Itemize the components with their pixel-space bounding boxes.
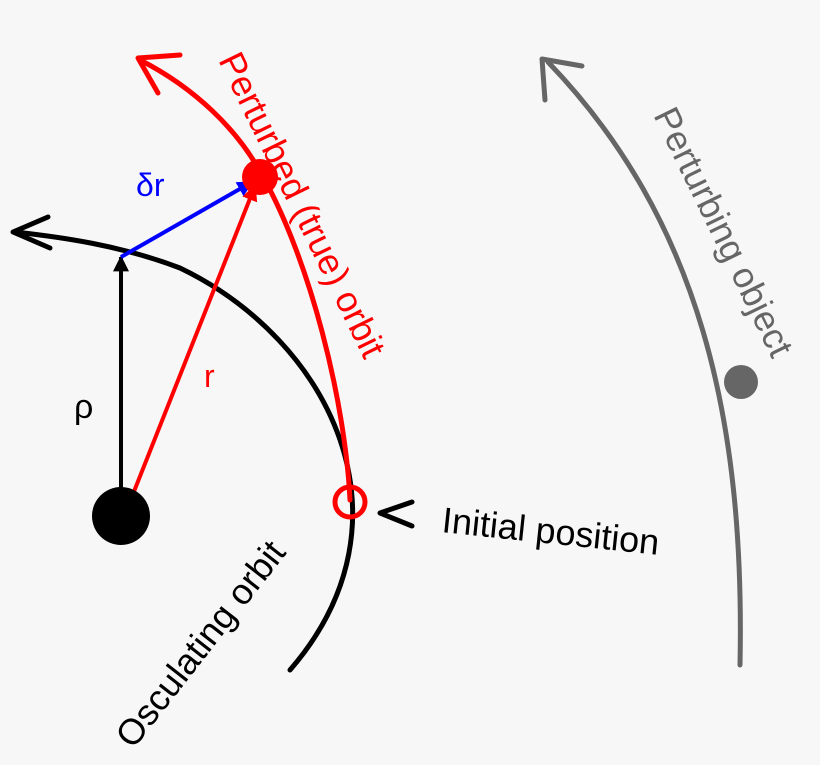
- initial-position-marker: [332, 484, 368, 520]
- perturbing-object-orbit: [545, 59, 743, 668]
- delta-r-label: δr: [136, 167, 165, 203]
- perturbed-orbit-label: Perturbed (true) orbit: [211, 46, 394, 364]
- perturbed-orbit-arrowhead: [135, 52, 183, 96]
- rho-label: ρ: [74, 388, 93, 426]
- r-label: r: [204, 358, 215, 394]
- osculating-orbit-arrowhead: [10, 214, 53, 251]
- r-vector: [131, 184, 258, 495]
- initial-position-label: Initial position: [440, 499, 661, 563]
- central-body: [92, 487, 150, 545]
- perturbing-object-label: Perturbing object: [646, 101, 802, 364]
- perturbed-orbit: [137, 57, 353, 503]
- initial-position-pointer: [377, 499, 415, 529]
- osculating-orbit-label: Osculating orbit: [107, 533, 293, 755]
- perturbing-orbit-arrowhead: [539, 56, 585, 103]
- delta-r-vector: [120, 180, 254, 259]
- osculating-orbit: [12, 229, 356, 673]
- perturbed-object-position: [242, 159, 278, 195]
- perturbing-object: [724, 365, 758, 399]
